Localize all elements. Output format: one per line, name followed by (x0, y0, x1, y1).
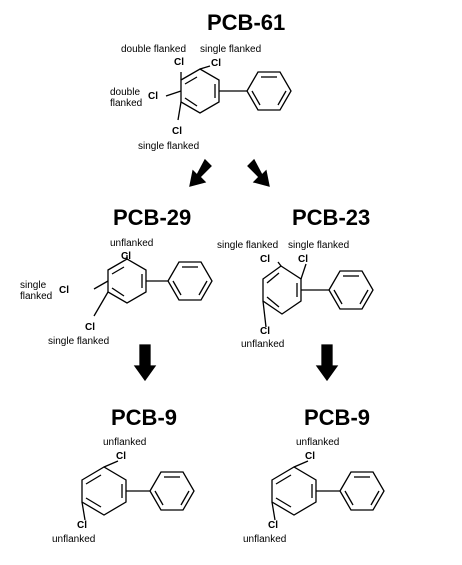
pcb9-left-label-unflanked-bottom: unflanked (52, 534, 96, 545)
pcb23-title: PCB-23 (292, 205, 371, 230)
pcb9-right-label-unflanked-bottom: unflanked (243, 534, 287, 545)
pcb9-left-structure (81, 460, 195, 521)
pcb29-title: PCB-29 (113, 205, 192, 230)
pcb61-title: PCB-61 (207, 10, 286, 35)
pcb23-label-single-flanked-right: single flanked (288, 240, 350, 251)
pcb9-right-cl-top: Cl (305, 451, 315, 462)
pcb61-structure (165, 65, 292, 121)
pcb29-structure (93, 255, 213, 317)
pcb23-label-unflanked: unflanked (241, 339, 285, 350)
pcb61-label-double-flanked-top: double flanked (121, 44, 187, 55)
pcb23-cl-bottom: Cl (260, 326, 270, 337)
pcb61-cl-top-right: Cl (211, 58, 221, 69)
pcb61-label-double-left-2: flanked (110, 98, 143, 109)
pcb61-cl-bottom: Cl (172, 126, 182, 137)
pcb9-right-structure (271, 460, 385, 521)
pcb9-left-cl-top: Cl (116, 451, 126, 462)
arrow-pcb29-to-pcb9 (133, 344, 157, 382)
pcb29-label-single-flanked-bottom: single flanked (48, 336, 110, 347)
pcb9-left-label-unflanked-top: unflanked (103, 437, 147, 448)
arrow-pcb61-to-pcb29 (189, 158, 212, 187)
pcb23-cl-top-right: Cl (298, 254, 308, 265)
pcb23-cl-top-left: Cl (260, 254, 270, 265)
pcb9-left-cl-bottom: Cl (77, 520, 87, 531)
pcb29-cl-bottom: Cl (85, 322, 95, 333)
pcb29-label-single-left-2: flanked (20, 291, 53, 302)
pcb9-right-title: PCB-9 (304, 405, 371, 430)
arrow-pcb23-to-pcb9 (315, 344, 339, 382)
pcb61-label-double-left-1: double (110, 87, 141, 98)
pcb29-label-unflanked: unflanked (110, 238, 154, 249)
pcb29-cl-left: Cl (59, 285, 69, 296)
pcb23-structure (262, 261, 374, 328)
arrow-pcb61-to-pcb23 (247, 158, 270, 187)
pcb61-cl-left: Cl (148, 91, 158, 102)
pcb61-label-single-flanked-bottom: single flanked (138, 141, 200, 152)
pcb61-cl-top-left: Cl (174, 57, 184, 68)
pcb9-left-title: PCB-9 (111, 405, 178, 430)
pcb9-right-label-unflanked-top: unflanked (296, 437, 340, 448)
pcb61-label-single-flanked-top: single flanked (200, 44, 262, 55)
pcb29-cl-top: Cl (121, 251, 131, 262)
pcb23-label-single-flanked-left: single flanked (217, 240, 279, 251)
pcb29-label-single-left-1: single (20, 280, 47, 291)
pcb9-right-cl-bottom: Cl (268, 520, 278, 531)
